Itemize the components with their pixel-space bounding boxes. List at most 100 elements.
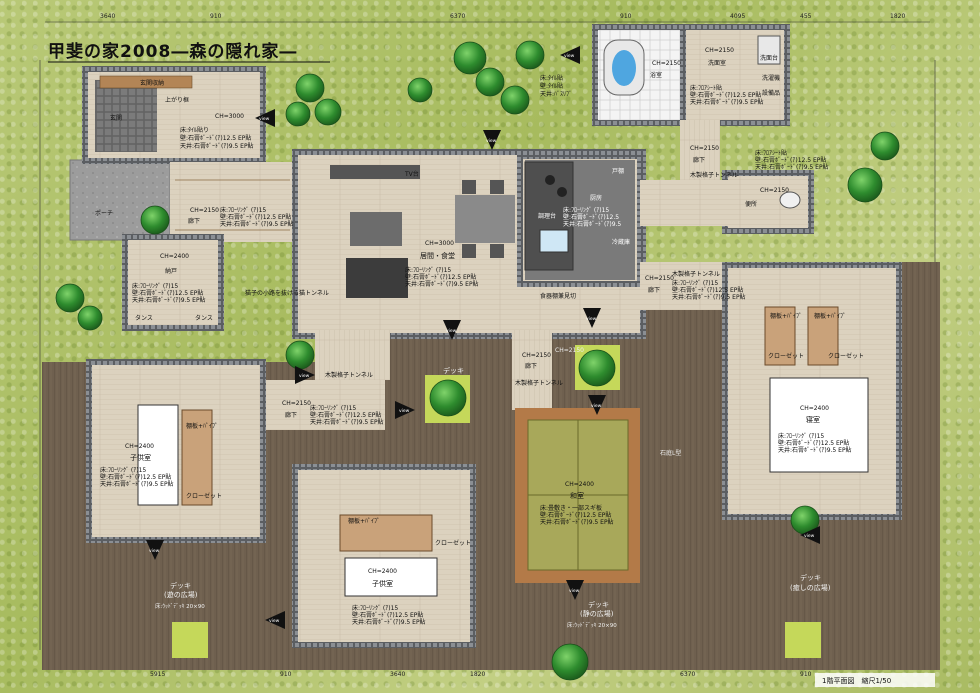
corridor-4 (255, 380, 385, 430)
kids2-finish-1: 床:ﾌﾛｰﾘﾝｸﾞ (ｱ)15 (352, 604, 398, 612)
view-arrow-head (560, 46, 580, 64)
rouka1-finish-1: 床:ﾌﾛｰﾘﾝｸﾞ (ｱ)15 (220, 206, 266, 214)
rouka1-label: 廊下 (188, 217, 200, 225)
view-arrow: view (800, 526, 820, 544)
dimension-bottom-label: 910 (280, 671, 292, 678)
washroom-ch: CH=2150 (705, 47, 734, 54)
tree (314, 98, 342, 126)
rouka3-finish-1: 床:ﾌﾛｰﾘﾝｸﾞ (ｱ)15 (672, 279, 718, 287)
rouka2-ch: CH=2150 (690, 145, 719, 152)
nando-finish-1: 床:ﾌﾛｰﾘﾝｸﾞ (ｱ)15 (132, 282, 178, 290)
kids2-hanger-label: 棚板+ﾊﾟｲﾌﾟ (348, 517, 380, 525)
kids1-bed (137, 404, 179, 506)
tree (285, 101, 311, 127)
view-arrow-label: view (446, 328, 457, 334)
bath-label: 浴室 (650, 71, 662, 79)
view-arrow-head (443, 320, 461, 340)
view-arrow: view (588, 395, 606, 415)
dimension-top-label: 455 (800, 13, 812, 20)
living-label: 居間・食堂 (420, 251, 455, 260)
genkan-note: 上がり框 (165, 96, 189, 104)
view-arrow-label: view (569, 588, 580, 594)
bedroom-closet-2: クローゼット (828, 352, 864, 360)
view-arrow-label: view (591, 403, 602, 409)
porch-area (69, 159, 171, 241)
view-arrow-head (588, 395, 606, 415)
kids2-closet (339, 514, 433, 552)
rouka4-finish-2: 壁:石膏ﾎﾞｰﾄﾞ(ｱ)12.5 EP貼 (310, 411, 381, 419)
tree (475, 67, 505, 97)
kids2-closet-label: クローゼット (435, 539, 471, 547)
tree (285, 340, 315, 370)
tv-stand (330, 165, 420, 179)
washroom-finish-1: 床:ﾌﾛｱｼｰﾄ貼 (690, 84, 722, 92)
tree (295, 73, 325, 103)
rouka1-finish-3: 天井:石膏ﾎﾞｰﾄﾞ(ｱ)9.5 EP貼 (220, 220, 294, 228)
genkan-ch: CH=3000 (215, 113, 244, 120)
deck-planter-1 (172, 622, 208, 658)
room-labels: 玄関 CH=3000 玄関収納 上がり框 床:ﾀｲﾙ貼り 壁:石膏ﾎﾞｰﾄﾞ(ｱ… (95, 47, 864, 626)
corridor-toilet (640, 180, 728, 226)
bath-finish-3: 天井:ﾊﾞｽﾘﾌﾞ (540, 90, 572, 98)
toilet-tunnel: 木製格子トンネル (690, 171, 738, 179)
view-arrow: view (395, 401, 415, 419)
kids2-floor (298, 470, 470, 642)
view-arrow: view (146, 540, 164, 560)
corridor-4b (315, 330, 390, 380)
washroom-finish-3: 天井:石膏ﾎﾞｰﾄﾞ(ｱ)9.5 EP貼 (690, 98, 764, 106)
living-finish-1: 床:ﾌﾛｰﾘﾝｸﾞ (ｱ)15 (405, 266, 451, 274)
kitchen-finish-2: 壁:石膏ﾎﾞｰﾄﾞ(ｱ)12.5 (563, 213, 619, 221)
kids1-hanger-label: 棚板+ﾊﾟｲﾌﾟ (186, 422, 218, 430)
closet-1 (764, 306, 796, 366)
tree (77, 305, 103, 331)
dimension-top-label: 1820 (890, 13, 905, 20)
bedroom-finish-2: 壁:石膏ﾎﾞｰﾄﾞ(ｱ)12.5 EP貼 (778, 439, 849, 447)
tree (578, 349, 616, 387)
kids1-ch: CH=2400 (125, 443, 154, 450)
deck-mid-finish: 床:ｳｯﾄﾞﾃﾞｯｷ 20×90 (567, 621, 617, 629)
genkan-tile (95, 80, 157, 152)
kids2-label: 子供室 (372, 579, 393, 588)
rouka4-finish-3: 天井:石膏ﾎﾞｰﾄﾞ(ｱ)9.5 EP貼 (310, 418, 384, 426)
view-arrow-head (800, 526, 820, 544)
deck-west-sub: (遊の広場) (164, 590, 198, 599)
tree (407, 77, 433, 103)
rouka1-ch: CH=2150 (190, 207, 219, 214)
view-arrow: view (483, 130, 501, 150)
garden-note: 石庭L型 (660, 449, 681, 457)
view-arrow-label: view (399, 408, 410, 414)
trees (55, 40, 900, 681)
kitchen-sink (539, 229, 569, 253)
nando-chest-1: タンス (135, 314, 153, 322)
bath-ch: CH=2150 (652, 60, 681, 67)
view-arrow: view (265, 611, 285, 629)
view-arrow-label: view (564, 53, 575, 59)
kids2-finish-2: 壁:石膏ﾎﾞｰﾄﾞ(ｱ)12.5 EP貼 (352, 611, 423, 619)
rouka2-label: 廊下 (693, 156, 705, 164)
living-finish-3: 天井:石膏ﾎﾞｰﾄﾞ(ｱ)9.5 EP貼 (405, 280, 479, 288)
genkan-finish-2: 壁:石膏ﾎﾞｰﾄﾞ(ｱ)12.5 EP貼 (180, 134, 251, 142)
view-arrow-label: view (259, 116, 270, 122)
washroom-finish-2: 壁:石膏ﾎﾞｰﾄﾞ(ｱ)12.5 EP貼 (690, 91, 761, 99)
fridge-label: 冷蔵庫 (612, 238, 630, 246)
washer-label: 洗濯機 (762, 74, 780, 82)
washitsu-finish-3: 天井:石膏ﾎﾞｰﾄﾞ(ｱ)9.5 EP貼 (540, 518, 614, 526)
living-finish-2: 壁:石膏ﾎﾞｰﾄﾞ(ｱ)12.5 EP貼 (405, 273, 476, 281)
tree (847, 167, 883, 203)
dimension-top-label: 3640 (100, 13, 115, 20)
nando-ch: CH=2400 (160, 253, 189, 260)
kids1-walls (86, 359, 266, 543)
kids2-bed (344, 557, 438, 597)
plan-title: 甲斐の家2008―森の隠れ家― (48, 41, 297, 62)
cat-note: 猫子の小路を抜ける猫トンネル (245, 289, 329, 297)
bath-water (612, 50, 636, 86)
corridor-2 (680, 120, 720, 180)
sofa-back (350, 212, 402, 246)
toilet-bowl (779, 191, 801, 209)
view-arrow: view (255, 109, 275, 127)
deck-east-label: デッキ (800, 573, 821, 582)
view-arrow-head (146, 540, 164, 560)
washitsu-label: 和室 (570, 491, 584, 500)
